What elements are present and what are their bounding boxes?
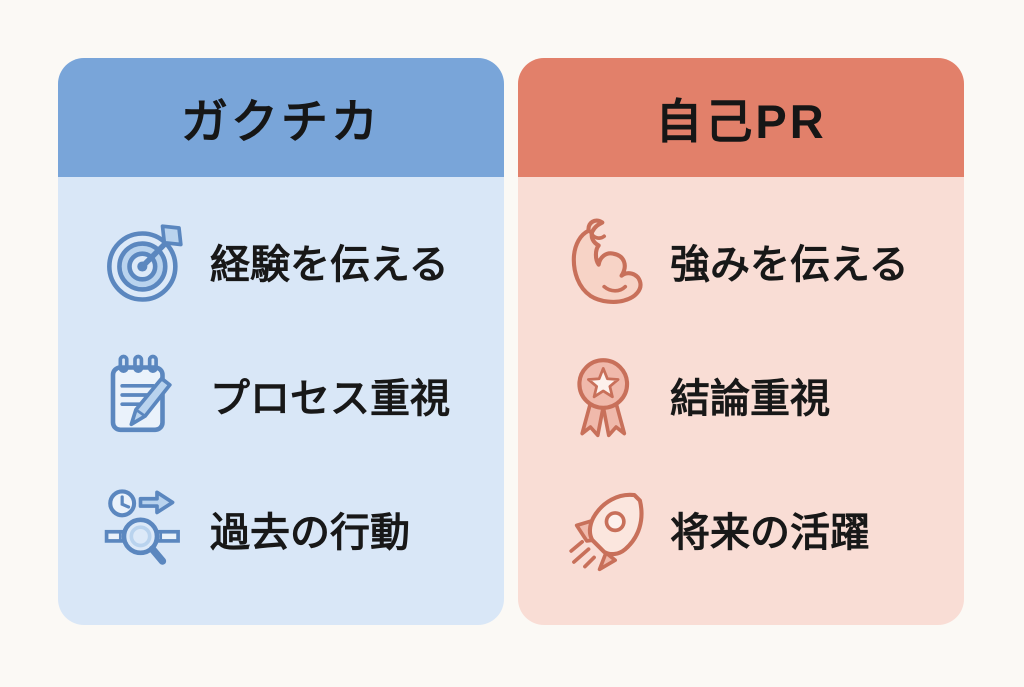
jiko-pr-item-label: 将来の活躍 <box>670 511 870 555</box>
list-item: プロセス重視 <box>102 335 488 455</box>
jiko-pr-body: 強みを伝える 結論重視 <box>518 177 964 603</box>
gakuchika-panel: ガクチカ 経験を伝える <box>58 58 504 625</box>
list-item: 経験を伝える <box>102 201 488 321</box>
gakuchika-item-label: 過去の行動 <box>210 511 410 555</box>
notepad-pencil-icon <box>102 351 190 439</box>
gakuchika-item-label: 経験を伝える <box>210 243 449 287</box>
jiko-pr-panel: 自己PR 強みを伝える 結論重視 <box>518 58 964 625</box>
target-arrow-icon <box>102 217 190 305</box>
gakuchika-item-label: プロセス重視 <box>210 377 450 421</box>
rocket-icon <box>562 485 650 573</box>
jiko-pr-item-label: 強みを伝える <box>670 243 909 287</box>
flexed-bicep-icon <box>562 217 650 305</box>
list-item: 将来の活躍 <box>562 469 948 589</box>
jiko-pr-item-label: 結論重視 <box>670 377 830 421</box>
jiko-pr-header: 自己PR <box>518 58 964 177</box>
gakuchika-body: 経験を伝える プロセス重視 <box>58 177 504 603</box>
list-item: 過去の行動 <box>102 469 488 589</box>
jiko-pr-title: 自己PR <box>655 95 827 148</box>
medal-star-icon <box>562 351 650 439</box>
gakuchika-title: ガクチカ <box>181 95 381 148</box>
clock-arrow-magnifier-icon <box>102 485 190 573</box>
list-item: 強みを伝える <box>562 201 948 321</box>
list-item: 結論重視 <box>562 335 948 455</box>
gakuchika-header: ガクチカ <box>58 58 504 177</box>
